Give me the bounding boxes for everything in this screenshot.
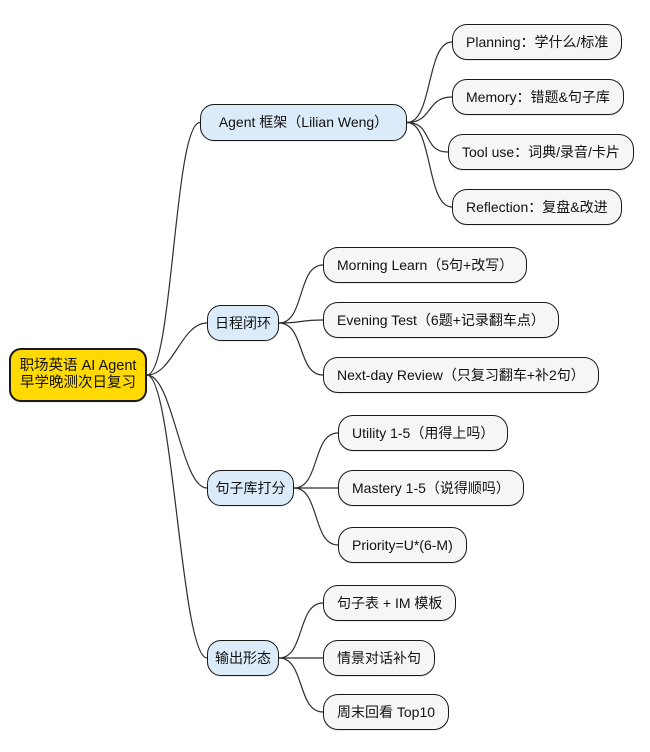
leaf-nextday-review[interactable]: Next-day Review（只复习翻车+补2句）: [323, 357, 599, 393]
edge-loop-morning-learn: [278, 264, 324, 324]
edge-framework-tool-use: [406, 121, 449, 153]
edge-framework-planning: [406, 41, 453, 124]
root-node[interactable]: 职场英语 AI Agent 早学晚测次日复习: [9, 348, 147, 402]
edge-root-daily-loop: [146, 322, 208, 376]
edge-scoring-priority: [293, 487, 339, 546]
edge-output-sentence-table: [278, 602, 324, 659]
root-title-line1: 职场英语 AI Agent: [19, 357, 137, 374]
edge-framework-reflection: [406, 121, 453, 208]
edge-root-output-format: [146, 374, 208, 659]
edge-framework-memory: [406, 96, 453, 124]
leaf-sentence-table[interactable]: 句子表 + IM 模板: [323, 585, 457, 621]
leaf-planning[interactable]: Planning：学什么/标准: [452, 24, 623, 60]
leaf-tool-use[interactable]: Tool use：词典/录音/卡片: [448, 134, 634, 170]
branch-agent-framework[interactable]: Agent 框架（Lilian Weng）: [200, 104, 407, 141]
edge-root-agent-framework: [146, 121, 201, 376]
edge-loop-nextday-review: [278, 322, 324, 376]
leaf-morning-learn[interactable]: Morning Learn（5句+改写）: [323, 247, 528, 283]
edge-loop-evening-test: [278, 319, 324, 324]
leaf-scenario-dialogue[interactable]: 情景对话补句: [323, 640, 435, 676]
leaf-memory[interactable]: Memory：错题&句子库: [452, 79, 624, 115]
leaf-reflection[interactable]: Reflection：复盘&改进: [452, 189, 622, 225]
branch-sentence-scoring[interactable]: 句子库打分: [207, 470, 294, 506]
leaf-mastery[interactable]: Mastery 1-5（说得顺吗）: [338, 470, 524, 506]
branch-daily-loop[interactable]: 日程闭环: [207, 305, 279, 341]
root-title-line2: 早学晚测次日复习: [20, 375, 136, 391]
edge-root-sentence-scoring: [146, 374, 208, 489]
branch-output-format[interactable]: 输出形态: [207, 640, 279, 676]
edge-scoring-utility: [293, 432, 339, 489]
leaf-evening-test[interactable]: Evening Test（6题+记录翻车点）: [323, 302, 559, 338]
leaf-utility[interactable]: Utility 1-5（用得上吗）: [338, 415, 509, 451]
leaf-priority[interactable]: Priority=U*(6-M): [338, 527, 467, 563]
edge-output-weekend-review: [278, 657, 324, 713]
leaf-weekend-review[interactable]: 周末回看 Top10: [323, 694, 450, 730]
